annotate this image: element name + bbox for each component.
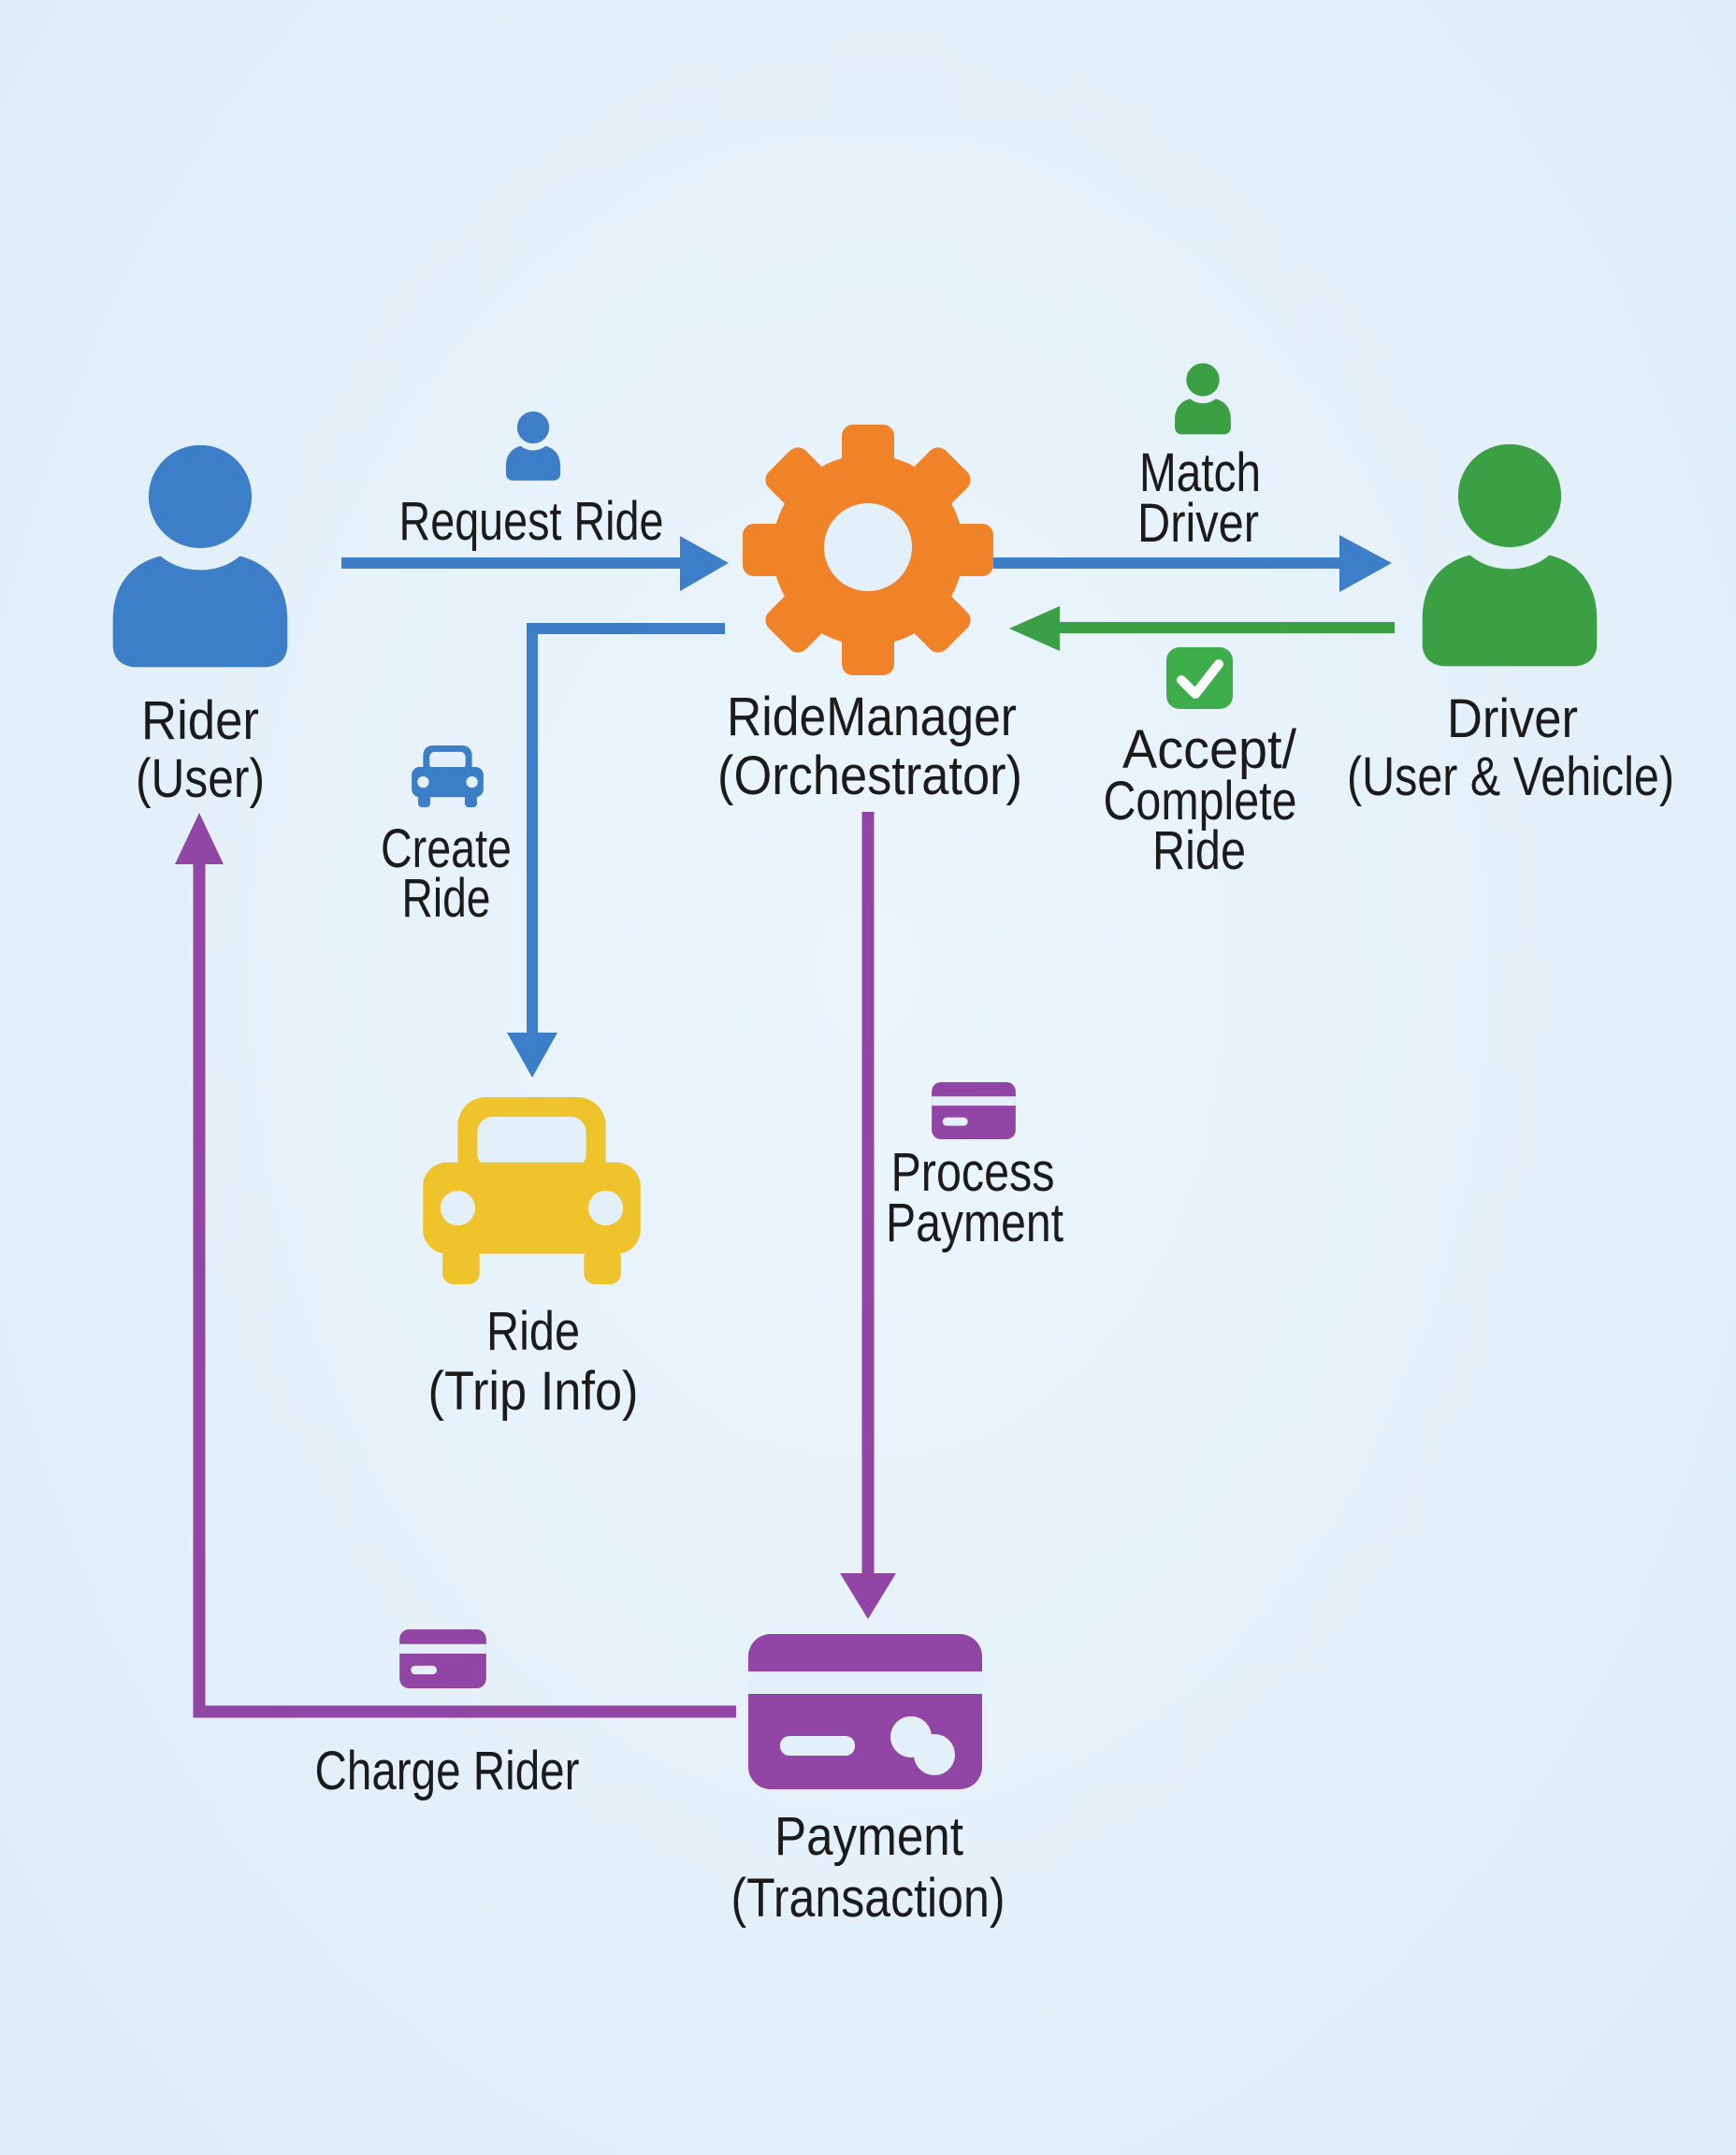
ride-title: Ride <box>486 1301 580 1362</box>
payment-subtitle: (Transaction) <box>731 1868 1005 1929</box>
accept-complete-ride-arrow <box>1009 606 1395 651</box>
car-icon <box>423 1097 641 1284</box>
ride-manager-title: RideManager <box>727 687 1017 747</box>
match-driver-arrow <box>993 535 1392 592</box>
ride-subtitle: (Trip Info) <box>428 1361 639 1422</box>
driver-title: Driver <box>1447 688 1578 749</box>
request-ride-label: Request Ride <box>399 491 664 552</box>
flow-accept-complete-ride: Accept/ Complete Ride <box>1104 647 1297 881</box>
person-icon <box>112 444 288 668</box>
payment-title: Payment <box>774 1806 963 1867</box>
credit-card-icon <box>748 1634 982 1789</box>
node-payment: Payment (Transaction) <box>731 1634 1005 1929</box>
charge-rider-label: Charge Rider <box>315 1741 580 1801</box>
process-payment-label-line2: Payment <box>886 1193 1063 1253</box>
create-ride-arrow <box>507 623 725 1078</box>
match-driver-label-line1: Match <box>1139 442 1261 503</box>
create-ride-label-line1: Create <box>381 818 512 879</box>
gear-icon <box>743 425 993 675</box>
rider-subtitle: (User) <box>136 748 265 809</box>
driver-subtitle: (User & Vehicle) <box>1347 746 1674 807</box>
accept-label-line1: Accept/ <box>1122 719 1297 780</box>
create-ride-label-line2: Ride <box>402 868 491 929</box>
process-payment-arrow <box>840 812 896 1619</box>
node-ride: Ride (Trip Info) <box>423 1097 641 1422</box>
credit-card-icon <box>399 1629 486 1688</box>
person-icon <box>1422 443 1598 667</box>
match-driver-label-line2: Driver <box>1137 493 1259 554</box>
accept-label-line3: Ride <box>1152 820 1246 881</box>
flow-charge-rider: Charge Rider <box>315 1629 580 1801</box>
node-ride-manager: RideManager (Orchestrator) <box>717 425 1022 806</box>
flow-process-payment: Process Payment <box>886 1082 1063 1253</box>
flow-match-driver: Match Driver <box>1137 363 1261 554</box>
process-payment-label-line1: Process <box>891 1142 1055 1203</box>
person-icon <box>505 411 561 481</box>
accept-label-line2: Complete <box>1104 771 1297 832</box>
node-driver: Driver (User & Vehicle) <box>1347 443 1674 807</box>
flow-request-ride: Request Ride <box>399 411 664 552</box>
rider-title: Rider <box>141 690 259 751</box>
charge-rider-arrow <box>175 813 736 1718</box>
node-rider: Rider (User) <box>112 444 288 809</box>
credit-card-icon <box>932 1082 1016 1139</box>
checkbox-icon <box>1166 647 1233 709</box>
car-icon <box>412 745 484 807</box>
person-icon <box>1175 363 1231 435</box>
ride-manager-subtitle: (Orchestrator) <box>717 745 1022 806</box>
request-ride-arrow <box>341 536 729 591</box>
flow-create-ride: Create Ride <box>381 745 512 929</box>
